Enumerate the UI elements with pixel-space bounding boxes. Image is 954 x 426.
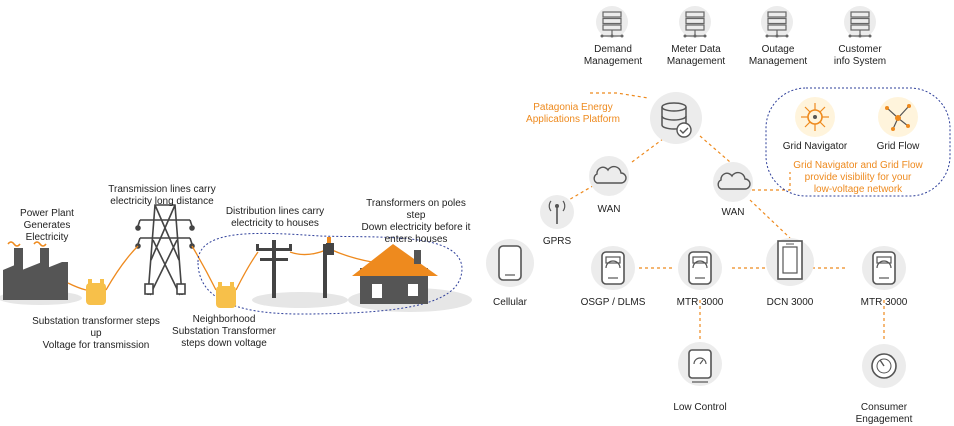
mtr-3000-left-label: MTR 3000 xyxy=(676,297,724,308)
smart-meter-icon xyxy=(590,245,636,291)
distribution-lines-label: Distribution lines carry electricity to … xyxy=(225,206,325,229)
factory-icon xyxy=(3,241,68,300)
cloud-icon xyxy=(712,161,754,203)
cellular-label: Cellular xyxy=(493,297,527,308)
power-line xyxy=(67,245,373,291)
pole-transformer-icon xyxy=(323,237,334,298)
substation-transformer-icon xyxy=(86,279,106,305)
mtr-3000-right-label: MTR 3000 xyxy=(860,297,908,308)
pole-transformers-label: Transformers on poles step Down electric… xyxy=(361,198,471,245)
outage-management-label: Outage Management xyxy=(748,44,808,67)
database-icon xyxy=(650,92,702,144)
osgp-dlms-label: OSGP / DLMS xyxy=(580,297,646,308)
neighborhood-substation-label: Neighborhood Substation Transformer step… xyxy=(172,314,276,349)
meter-data-management-label: Meter Data Management xyxy=(666,44,726,67)
grid-navigator-icon xyxy=(795,97,835,137)
outage-management-icon xyxy=(760,5,794,39)
wan-left-label: WAN xyxy=(597,204,621,215)
grid-navigator-label: Grid Navigator xyxy=(782,141,848,152)
utility-pole-icon xyxy=(256,240,292,298)
neighborhood-transformer-icon xyxy=(216,282,236,308)
grid-tools-enclosure xyxy=(765,87,951,197)
distribution-enclosure xyxy=(197,232,463,315)
wan-right-label: WAN xyxy=(721,207,745,218)
house-icon xyxy=(352,244,438,304)
transmission-lines-label: Transmission lines carry electricity lon… xyxy=(108,184,216,207)
cloud-icon xyxy=(588,155,630,197)
grid-flow-label: Grid Flow xyxy=(876,141,920,152)
power-plant-label: Power Plant Generates Electricity xyxy=(20,208,74,243)
low-control-label: Low Control xyxy=(673,402,727,413)
customer-info-system-icon xyxy=(843,5,877,39)
substation-step-up-label: Substation transformer steps up Voltage … xyxy=(32,316,160,351)
antenna-icon xyxy=(540,195,574,229)
grid-visibility-label: Grid Navigator and Grid Flow provide vis… xyxy=(793,160,923,195)
ground-shadow xyxy=(252,292,348,308)
gprs-label: GPRS xyxy=(542,236,572,247)
smartphone-icon xyxy=(486,239,534,287)
display-icon xyxy=(678,342,722,386)
consumer-engagement-label: Consumer Engagement xyxy=(855,402,913,425)
gauge-icon xyxy=(862,344,906,388)
meter-data-management-icon xyxy=(678,5,712,39)
customer-info-system-label: Customer info System xyxy=(833,44,887,67)
smart-meter-icon xyxy=(861,245,907,291)
platform-label: Patagonia Energy Applications Platform xyxy=(526,102,620,125)
concentrator-icon xyxy=(766,238,814,286)
smart-meter-icon xyxy=(677,245,723,291)
demand-management-label: Demand Management xyxy=(583,44,643,67)
transmission-tower-icon xyxy=(135,204,195,296)
dcn-3000-label: DCN 3000 xyxy=(766,297,814,308)
grid-flow-icon xyxy=(878,97,918,137)
demand-management-icon xyxy=(595,5,629,39)
